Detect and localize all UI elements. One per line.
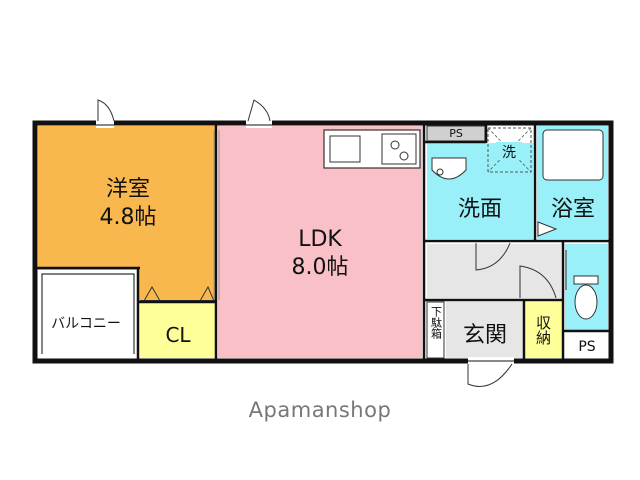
ps-top-label: PS	[449, 127, 463, 140]
ps-bottom-label: PS	[578, 339, 595, 355]
washer-label: 洗	[502, 145, 516, 161]
entrance-door-swing	[467, 363, 513, 387]
bath-label: 浴室	[551, 197, 595, 222]
door-swing-hall	[519, 265, 557, 299]
shoe-box-label: 下駄箱	[430, 306, 443, 340]
balcony-area	[38, 270, 138, 358]
washer-space-icon	[487, 127, 532, 173]
interior-walls	[36, 124, 611, 360]
closet-area	[140, 303, 216, 358]
brand-watermark: Apamanshop	[248, 398, 392, 422]
washroom-label: 洗面	[458, 197, 502, 222]
storage-label: 収納	[534, 315, 552, 346]
entrance-area	[446, 302, 524, 358]
window-swing-western	[97, 99, 115, 122]
wash-basin-icon	[431, 157, 467, 180]
door-swing-bath	[537, 221, 558, 237]
toilet-icon	[574, 284, 598, 320]
ldk-room-name: LDK	[298, 227, 342, 252]
western-room-name: 洋室	[106, 177, 150, 202]
window-swing-ldk	[247, 99, 271, 122]
stove-icon	[381, 133, 417, 165]
hall-area	[427, 244, 561, 298]
ldk-room-size: 8.0帖	[292, 255, 349, 280]
closet-door-marks	[143, 285, 215, 302]
closet-label: CL	[165, 323, 191, 347]
western-room-size: 4.8帖	[100, 205, 157, 230]
balcony-label: バルコニー	[51, 316, 121, 332]
storage-area	[526, 302, 561, 358]
kitchen-sink-icon	[329, 135, 361, 163]
entrance-label: 玄関	[463, 323, 507, 348]
shoe-box-area	[426, 301, 445, 359]
door-swing-washroom	[475, 242, 511, 271]
bathtub-icon	[542, 129, 604, 181]
balcony-railing	[41, 273, 135, 354]
ps-bottom-area	[565, 332, 608, 358]
